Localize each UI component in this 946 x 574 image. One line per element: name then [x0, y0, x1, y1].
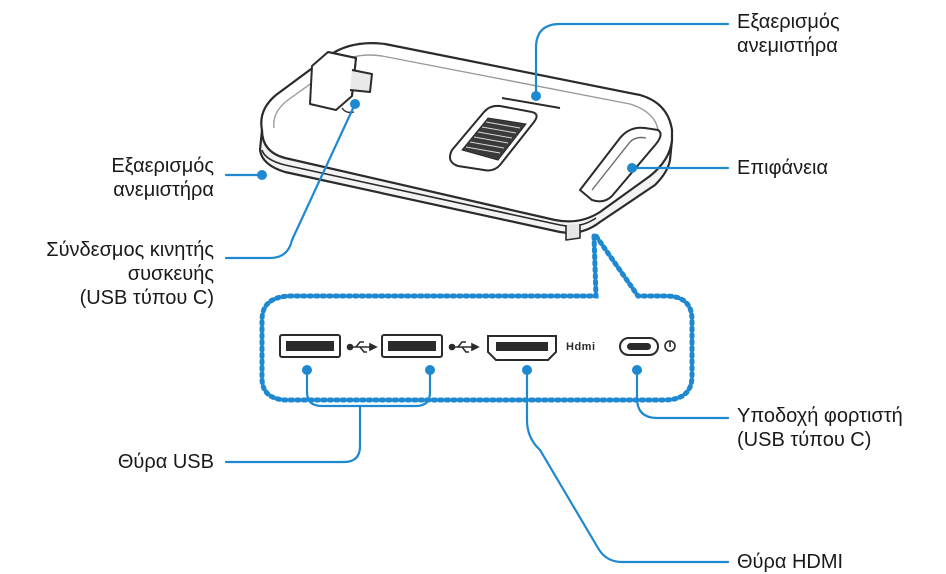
usb-c-port — [619, 337, 659, 356]
label-line: (USB τύπου C) — [79, 287, 214, 309]
svg-text:Hdmi: Hdmi — [566, 341, 596, 353]
label-line: ανεμιστήρα — [737, 35, 838, 57]
hdmi-logo-icon: Hdmi — [566, 341, 596, 353]
usb-port-2 — [381, 334, 443, 358]
usb-symbol-icon — [346, 341, 378, 353]
label-device-connector: Σύνδεσμος κινητής συσκευής (USB τύπου C) — [46, 238, 214, 310]
label-line: ανεμιστήρα — [113, 179, 214, 201]
device-connector — [309, 51, 373, 114]
label-fan-vent-top: Εξαερισμός ανεμιστήρα — [737, 10, 840, 58]
usb-port-1 — [279, 334, 341, 358]
port-panel-frame — [259, 233, 695, 403]
label-line: Εξαερισμός — [737, 11, 840, 33]
surface-groove — [578, 126, 662, 203]
label-hdmi-port: Θύρα HDMI — [737, 550, 843, 574]
hdmi-port — [487, 335, 557, 361]
label-line: Θύρα USB — [117, 451, 214, 473]
label-surface: Επιφάνεια — [737, 156, 828, 180]
label-charger-socket: Υποδοχή φορτιστή (USB τύπου C) — [737, 404, 903, 452]
fan-vent-grille — [449, 97, 561, 172]
label-line: Θύρα HDMI — [737, 551, 844, 573]
label-line: Υποδοχή φορτιστή — [737, 405, 903, 427]
label-line: Σύνδεσμος κινητής — [46, 239, 214, 261]
usb-symbol-icon — [448, 341, 480, 353]
label-line: συσκευής — [127, 263, 214, 285]
power-icon — [664, 340, 676, 352]
label-line: (USB τύπου C) — [737, 429, 872, 451]
label-line: Επιφάνεια — [737, 157, 829, 179]
callout-dots — [257, 91, 642, 375]
label-line: Εξαερισμός — [111, 155, 214, 177]
label-usb-ports: Θύρα USB — [118, 450, 214, 474]
callout-lines — [224, 22, 730, 564]
label-fan-vent-side: Εξαερισμός ανεμιστήρα — [111, 154, 214, 202]
